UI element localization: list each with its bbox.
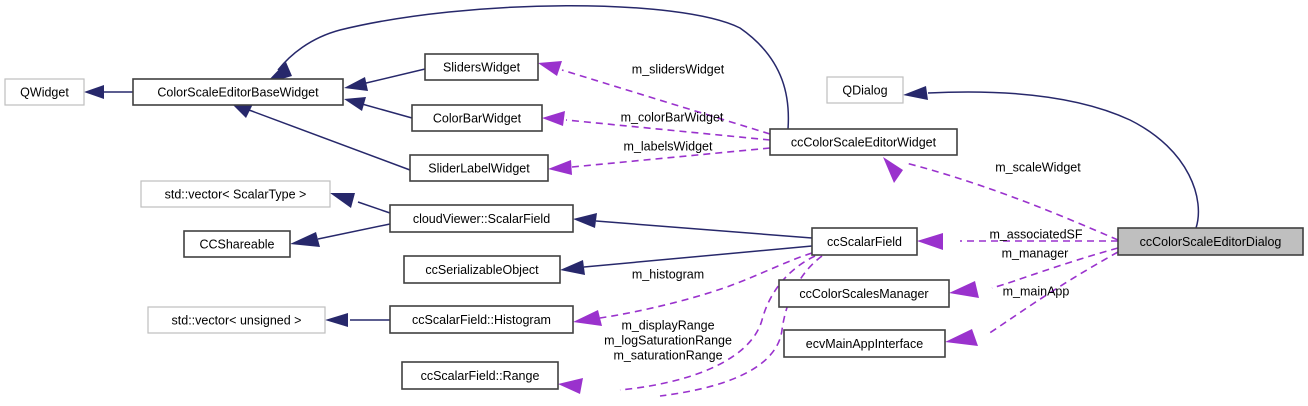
node-ccscalarfield-range[interactable]: ccScalarField::Range <box>401 361 559 390</box>
edge-csebw-to-qwidget <box>84 85 133 99</box>
edge-ccscalarfield-to-cv-scalarfield <box>573 213 813 239</box>
edge-usage-m-scaleWidget <box>883 157 1119 241</box>
edge-label-m-labelswidget: m_labelsWidget <box>624 139 713 153</box>
node-ccshareable[interactable]: CCShareable <box>183 230 291 258</box>
nodes: QWidget ColorScaleEditorBaseWidget Slide… <box>4 53 1304 390</box>
edge-sliderswidget-to-csebw <box>344 68 426 91</box>
edge-label-m-colorbarwidget: m_colorBarWidget <box>621 110 724 124</box>
node-cccolorscalesmanager[interactable]: ccColorScalesManager <box>778 279 950 308</box>
edge-usage-m-mainApp <box>945 251 1119 346</box>
edge-label-m-saturationrange: m_saturationRange <box>613 348 722 362</box>
edge-label-m-histogram: m_histogram <box>632 267 704 281</box>
edge-cccsedialog-to-qdialog <box>903 86 1200 229</box>
edge-usage-m-histogram <box>573 252 813 326</box>
edge-usage-m-labelsWidget <box>548 147 771 175</box>
node-cc-color-scale-editor-widget[interactable]: ccColorScaleEditorWidget <box>769 128 958 156</box>
edge-label-m-scalewidget: m_scaleWidget <box>995 160 1081 174</box>
edge-label-m-mainapp: m_mainApp <box>1003 284 1070 298</box>
node-ecvmainappinterface[interactable]: ecvMainAppInterface <box>783 329 946 358</box>
node-color-scale-editor-base-widget[interactable]: ColorScaleEditorBaseWidget <box>132 78 344 106</box>
edge-label-m-displayrange: m_displayRange <box>621 318 714 332</box>
edge-scalarfield-to-vec-scalartype <box>330 193 391 214</box>
node-qdialog[interactable]: QDialog <box>826 76 904 104</box>
node-ccscalarfield[interactable]: ccScalarField <box>811 227 918 256</box>
node-sliders-widget[interactable]: SlidersWidget <box>424 53 539 81</box>
node-qwidget[interactable]: QWidget <box>4 78 85 106</box>
edge-histogram-to-vec-unsigned <box>325 313 390 327</box>
node-cccolorscaleeditordialog[interactable]: ccColorScaleEditorDialog <box>1117 227 1304 256</box>
edge-labels: m_slidersWidget m_colorBarWidget m_label… <box>604 62 1083 362</box>
node-ccserializableobject[interactable]: ccSerializableObject <box>403 255 561 284</box>
edge-label-m-associatedsf: m_associatedSF <box>989 227 1082 241</box>
edge-ccscalarfield-to-ccserializable <box>560 245 813 275</box>
node-ccscalarfield-histogram[interactable]: ccScalarField::Histogram <box>389 305 574 334</box>
edge-usage-m-colorBarWidget <box>542 111 771 141</box>
edge-usage-m-manager <box>949 247 1119 298</box>
edge-colorbarwidget-to-csebw <box>344 97 413 119</box>
node-slider-label-widget[interactable]: SliderLabelWidget <box>409 154 549 182</box>
node-cloudviewer-scalarfield[interactable]: cloudViewer::ScalarField <box>389 204 574 233</box>
node-color-bar-widget[interactable]: ColorBarWidget <box>411 104 543 132</box>
edge-usage-m-slidersWidget <box>538 61 771 135</box>
edge-usage-m-associatedSF <box>917 233 1118 250</box>
node-std-vector-unsigned[interactable]: std::vector< unsigned > <box>147 306 326 334</box>
edge-label-m-manager: m_manager <box>1002 246 1069 260</box>
edge-label-m-logsaturationrange: m_logSaturationRange <box>604 333 732 347</box>
inheritance-edges <box>84 5 1200 327</box>
edge-sliderlabelwidget-to-csebw <box>232 102 411 171</box>
edge-usage-m-ranges <box>558 255 823 397</box>
node-std-vector-scalartype[interactable]: std::vector< ScalarType > <box>140 180 331 208</box>
edge-scalarfield-to-ccshareable <box>290 223 391 247</box>
usage-edges <box>538 61 1119 397</box>
edge-label-m-sliderswidget: m_slidersWidget <box>632 62 725 76</box>
